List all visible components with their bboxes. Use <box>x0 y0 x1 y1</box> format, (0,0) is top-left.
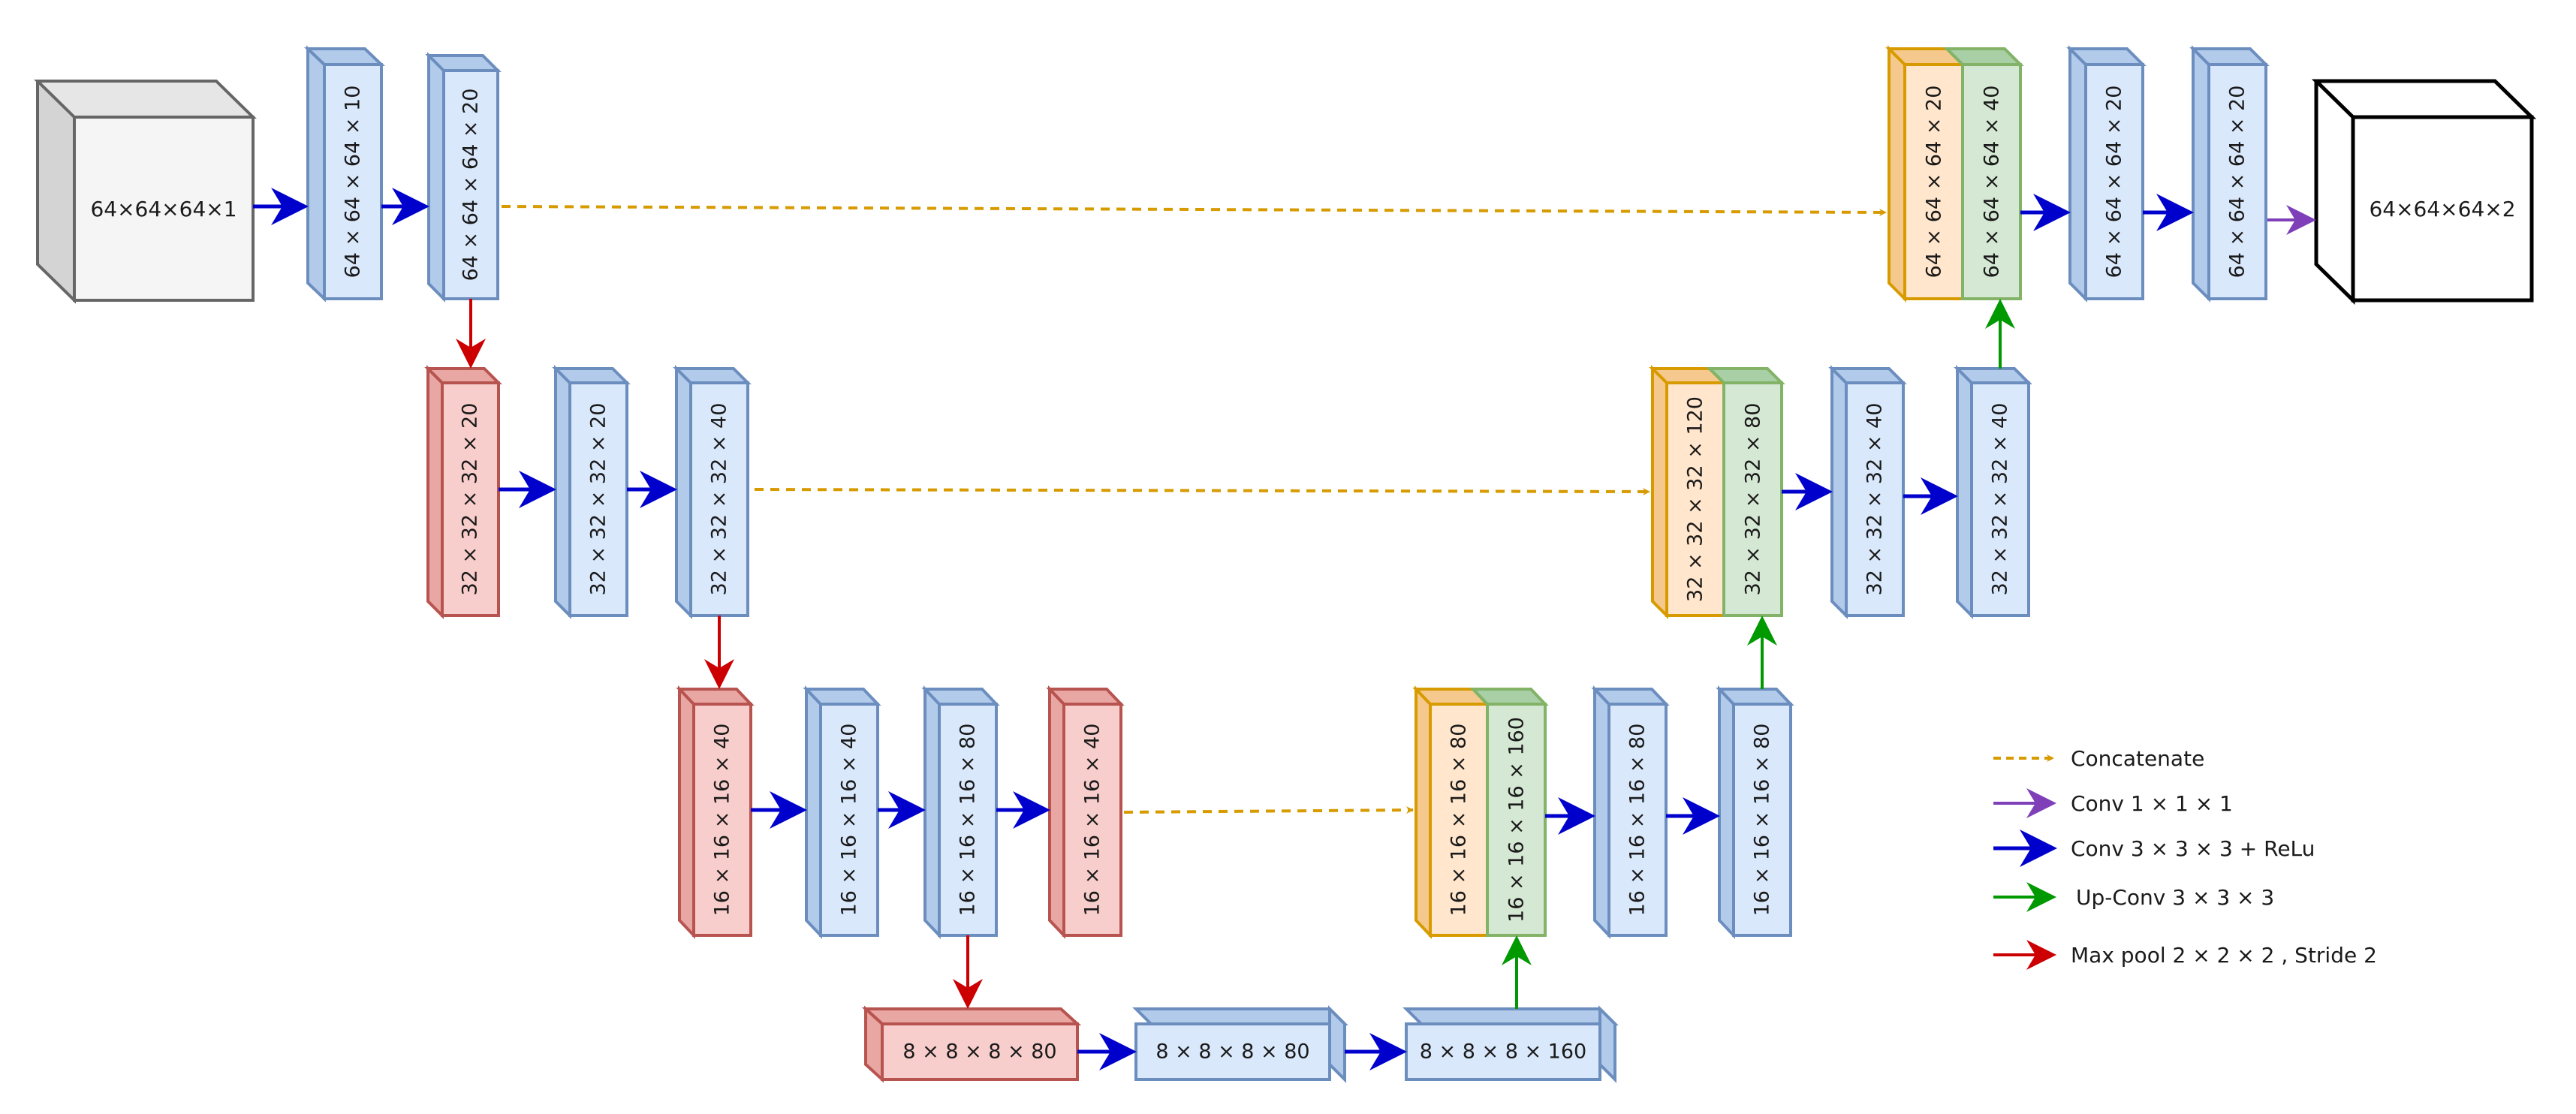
feature-block-d1a: 64 × 64 × 64 × 20 <box>2066 45 2147 303</box>
legend-item-conv3: Conv 3 × 3 × 3 + ReLu <box>1993 829 2315 867</box>
feature-block-e3b: 16 × 16 × 16 × 80 <box>921 685 1000 940</box>
feature-block-label: 64 × 64 × 64 × 40 <box>1981 86 2004 278</box>
feature-block-label: 32 × 32 × 32 × 40 <box>708 403 731 596</box>
legend: Concatenate Conv 1 × 1 × 1 Conv 3 × 3 × … <box>1993 746 2377 970</box>
feature-block-label: 16 × 16 × 16 × 40 <box>1081 724 1104 917</box>
legend-item-upconv: Up-Conv 3 × 3 × 3 <box>1993 882 2274 912</box>
legend-conv1-label: Conv 1 × 1 × 1 <box>2071 791 2233 816</box>
feature-block-label: 16 × 16 × 16 × 160 <box>1505 717 1529 923</box>
feature-block-label: 16 × 16 × 16 × 80 <box>1448 724 1471 917</box>
feature-block-label: 32 × 32 × 32 × 20 <box>587 403 610 596</box>
feature-block-d2b: 32 × 32 × 32 × 40 <box>1954 365 2032 619</box>
feature-block-e1a: 64 × 64 × 64 × 10 <box>304 45 385 303</box>
legend-item-pool: Max pool 2 × 2 × 2 , Stride 2 <box>1993 940 2377 970</box>
feature-block-e3c: 16 × 16 × 16 × 40 <box>1046 685 1125 940</box>
feature-block-e2b: 32 × 32 × 32 × 40 <box>673 365 752 619</box>
feature-block-label: 16 × 16 × 16 × 40 <box>711 724 734 917</box>
feature-block-d1cat: 64 × 64 × 64 × 20 <box>1885 45 1966 303</box>
feature-block-b1: 8 × 8 × 8 × 80 <box>1132 1005 1348 1083</box>
feature-block-label: 64 × 64 × 64 × 10 <box>342 86 365 278</box>
feature-block-e3a: 16 × 16 × 16 × 40 <box>803 685 881 940</box>
feature-block-p2: 16 × 16 × 16 × 40 <box>676 685 755 940</box>
output-volume-label: 64×64×64×2 <box>2369 197 2515 221</box>
concat-skip-arrow <box>501 205 1887 216</box>
feature-block-label: 32 × 32 × 32 × 20 <box>459 403 482 596</box>
output-volume: 64×64×64×2 <box>2311 79 2537 305</box>
feature-block-d3up: 16 × 16 × 16 × 160 <box>1469 688 1549 937</box>
feature-block-label: 64 × 64 × 64 × 20 <box>2103 86 2126 278</box>
feature-block-d3a: 16 × 16 × 16 × 80 <box>1591 685 1670 940</box>
feature-block-d3cat: 16 × 16 × 16 × 80 <box>1412 685 1491 940</box>
feature-block-d2a: 32 × 32 × 32 × 40 <box>1828 365 1907 619</box>
feature-block-d2up: 32 × 32 × 32 × 80 <box>1706 367 1785 617</box>
feature-block-label: 64 × 64 × 64 × 20 <box>2226 86 2249 278</box>
input-volume: 64×64×64×1 <box>34 80 257 304</box>
legend-pool-label: Max pool 2 × 2 × 2 , Stride 2 <box>2071 943 2377 968</box>
feature-block-d3b: 16 × 16 × 16 × 80 <box>1716 685 1794 940</box>
feature-block-label: 16 × 16 × 16 × 40 <box>838 724 861 917</box>
feature-block-label: 32 × 32 × 32 × 40 <box>1863 403 1887 596</box>
legend-item-conv1: Conv 1 × 1 × 1 <box>1993 788 2233 818</box>
feature-block-label: 32 × 32 × 32 × 80 <box>1742 403 1765 596</box>
feature-block-label: 64 × 64 × 64 × 20 <box>459 89 483 282</box>
feature-block-p3: 8 × 8 × 8 × 80 <box>861 1005 1082 1083</box>
feature-block-label: 16 × 16 × 16 × 80 <box>1751 724 1774 917</box>
feature-block-label: 16 × 16 × 16 × 80 <box>1626 724 1650 917</box>
legend-conv3-label: Conv 3 × 3 × 3 + ReLu <box>2071 836 2315 861</box>
feature-block-b2: 8 × 8 × 8 × 160 <box>1402 1005 1619 1083</box>
feature-block-label: 32 × 32 × 32 × 120 <box>1684 396 1707 602</box>
feature-block-p1: 32 × 32 × 32 × 20 <box>424 365 502 619</box>
legend-concat-label: Concatenate <box>2071 746 2204 771</box>
feature-block-label: 32 × 32 × 32 × 40 <box>1989 403 2012 596</box>
feature-block-e2a: 32 × 32 × 32 × 20 <box>552 365 631 619</box>
input-volume-label: 64×64×64×1 <box>90 197 237 221</box>
feature-block-d1up: 64 × 64 × 64 × 40 <box>1943 47 2024 300</box>
feature-block-label: 8 × 8 × 8 × 80 <box>1155 1040 1309 1064</box>
feature-block-label: 16 × 16 × 16 × 80 <box>957 724 980 917</box>
concat-skip-arrow <box>754 487 1650 495</box>
concat-skip-arrow <box>1123 806 1414 814</box>
feature-block-d2cat: 32 × 32 × 32 × 120 <box>1649 365 1728 619</box>
feature-block-label: 8 × 8 × 8 × 160 <box>1420 1040 1586 1064</box>
feature-block-d1b: 64 × 64 × 64 × 20 <box>2189 45 2270 303</box>
legend-upconv-label: Up-Conv 3 × 3 × 3 <box>2076 885 2274 910</box>
feature-block-label: 8 × 8 × 8 × 80 <box>902 1040 1056 1064</box>
feature-block-e1b: 64 × 64 × 64 × 20 <box>425 52 502 303</box>
legend-item-concat: Concatenate <box>1993 746 2204 771</box>
feature-block-label: 64 × 64 × 64 × 20 <box>1923 86 1946 278</box>
